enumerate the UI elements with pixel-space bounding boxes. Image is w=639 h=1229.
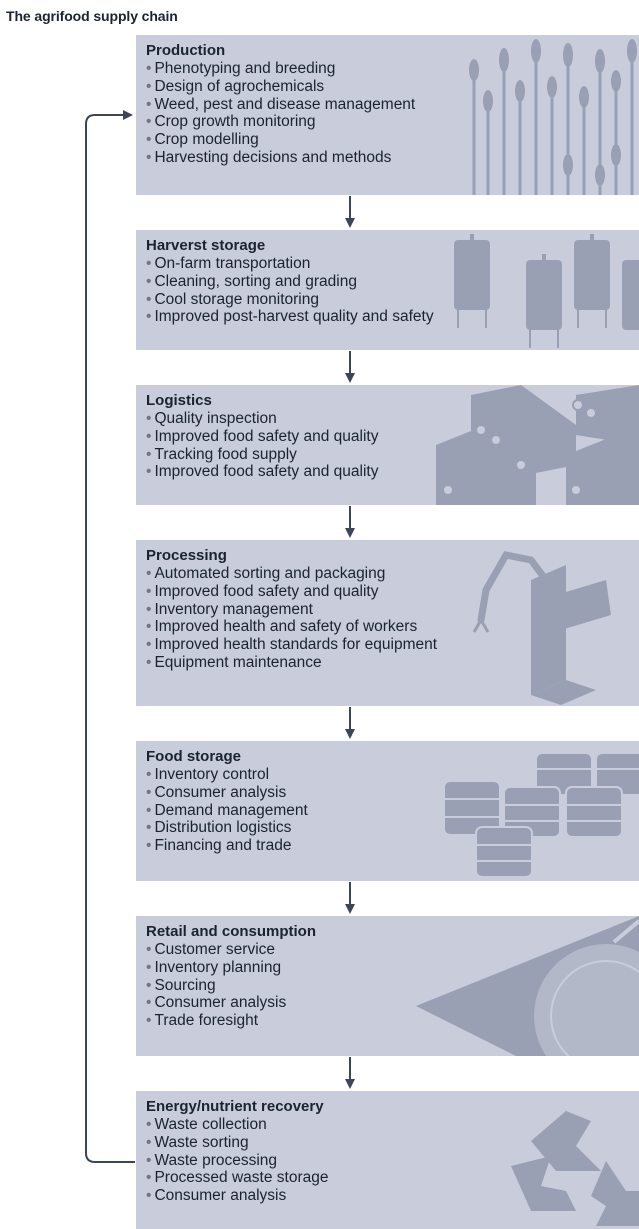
barrels-icon (443, 752, 639, 878)
list-item: •Waste processing (146, 1151, 278, 1169)
list-item: •Improved health and safety of workers (146, 618, 418, 636)
stage-heading: Harverst storage (146, 237, 266, 254)
list-item: •Improved food safety and quality (146, 582, 379, 600)
list-item: •Phenotyping and breeding (146, 60, 336, 77)
list-item: •Customer service (146, 941, 276, 958)
stage-harvest-storage: Harverst storage •On-farm transportation… (136, 230, 639, 350)
list-item: •Crop growth monitoring (146, 113, 316, 131)
stage-items: •Customer service •Inventory planning •S… (146, 941, 286, 1030)
list-item: •Tracking food supply (146, 445, 297, 463)
list-item: •Consumer analysis (146, 1187, 287, 1205)
stage-items: •Automated sorting and packaging •Improv… (146, 565, 437, 672)
list-item: •Quality inspection (146, 410, 277, 427)
robot-arm-icon (472, 551, 611, 705)
stage-heading: Production (146, 42, 226, 59)
list-item: •Design of agrochemicals (146, 77, 325, 95)
list-item: •Inventory control (146, 766, 270, 783)
list-item: •Harvesting decisions and methods (146, 148, 392, 166)
stage-food-storage: Food storage •Inventory control •Consume… (136, 741, 639, 881)
figure-title: The agrifood supply chain (6, 8, 178, 24)
list-item: •Improved post-harvest quality and safet… (146, 308, 434, 326)
stage-energy-recovery: Energy/nutrient recovery •Waste collecti… (136, 1091, 639, 1229)
list-item: •Weed, pest and disease management (146, 95, 416, 113)
list-item: •Trade foresight (146, 1012, 259, 1030)
stage-logistics: Logistics •Quality inspection •Improved … (136, 385, 639, 505)
list-item: •Inventory planning (146, 958, 282, 976)
stage-heading: Processing (146, 547, 227, 564)
list-item: •Automated sorting and packaging (146, 565, 386, 582)
stage-heading: Logistics (146, 392, 212, 409)
list-item: •Financing and trade (146, 837, 292, 855)
truck-icon (436, 385, 639, 505)
stage-production: Production •Phenotyping and breeding •De… (136, 35, 639, 195)
list-item: •Improved health standards for equipment (146, 636, 438, 654)
list-item: •Consumer analysis (146, 783, 287, 801)
list-item: •Improved food safety and quality (146, 427, 379, 445)
list-item: •Crop modelling (146, 131, 259, 149)
stage-heading: Retail and consumption (146, 923, 317, 940)
list-item: •Consumer analysis (146, 994, 287, 1012)
stage-items: •Quality inspection •Improved food safet… (146, 410, 378, 481)
stage-items: •Waste collection •Waste sorting •Waste … (146, 1116, 328, 1205)
list-item: •Waste sorting (146, 1133, 249, 1151)
recycle-icon (511, 1111, 639, 1226)
stage-processing: Processing •Automated sorting and packag… (136, 540, 639, 706)
list-item: •Demand management (146, 801, 308, 819)
list-item: •Improved food safety and quality (146, 463, 379, 481)
silo-icon (454, 234, 639, 348)
wheat-icon (469, 39, 637, 195)
feedback-loop-arrow (85, 110, 135, 1163)
stage-heading: Food storage (146, 748, 242, 765)
list-item: •Sourcing (146, 976, 216, 994)
list-item: •Waste collection (146, 1116, 267, 1133)
stage-items: •Phenotyping and breeding •Design of agr… (146, 60, 415, 167)
plate-icon (416, 916, 639, 1056)
list-item: •Processed waste storage (146, 1169, 329, 1187)
list-item: •Distribution logistics (146, 819, 292, 837)
stage-items: •On-farm transportation •Cleaning, sorti… (146, 255, 434, 326)
stage-retail-consumption: Retail and consumption •Customer service… (136, 916, 639, 1056)
stage-heading: Energy/nutrient recovery (146, 1098, 324, 1115)
list-item: •Inventory management (146, 600, 313, 618)
list-item: •Cleaning, sorting and grading (146, 272, 357, 290)
stage-items: •Inventory control •Consumer analysis •D… (146, 766, 308, 855)
list-item: •On-farm transportation (146, 255, 311, 272)
list-item: •Cool storage monitoring (146, 290, 319, 308)
list-item: •Equipment maintenance (146, 653, 322, 671)
